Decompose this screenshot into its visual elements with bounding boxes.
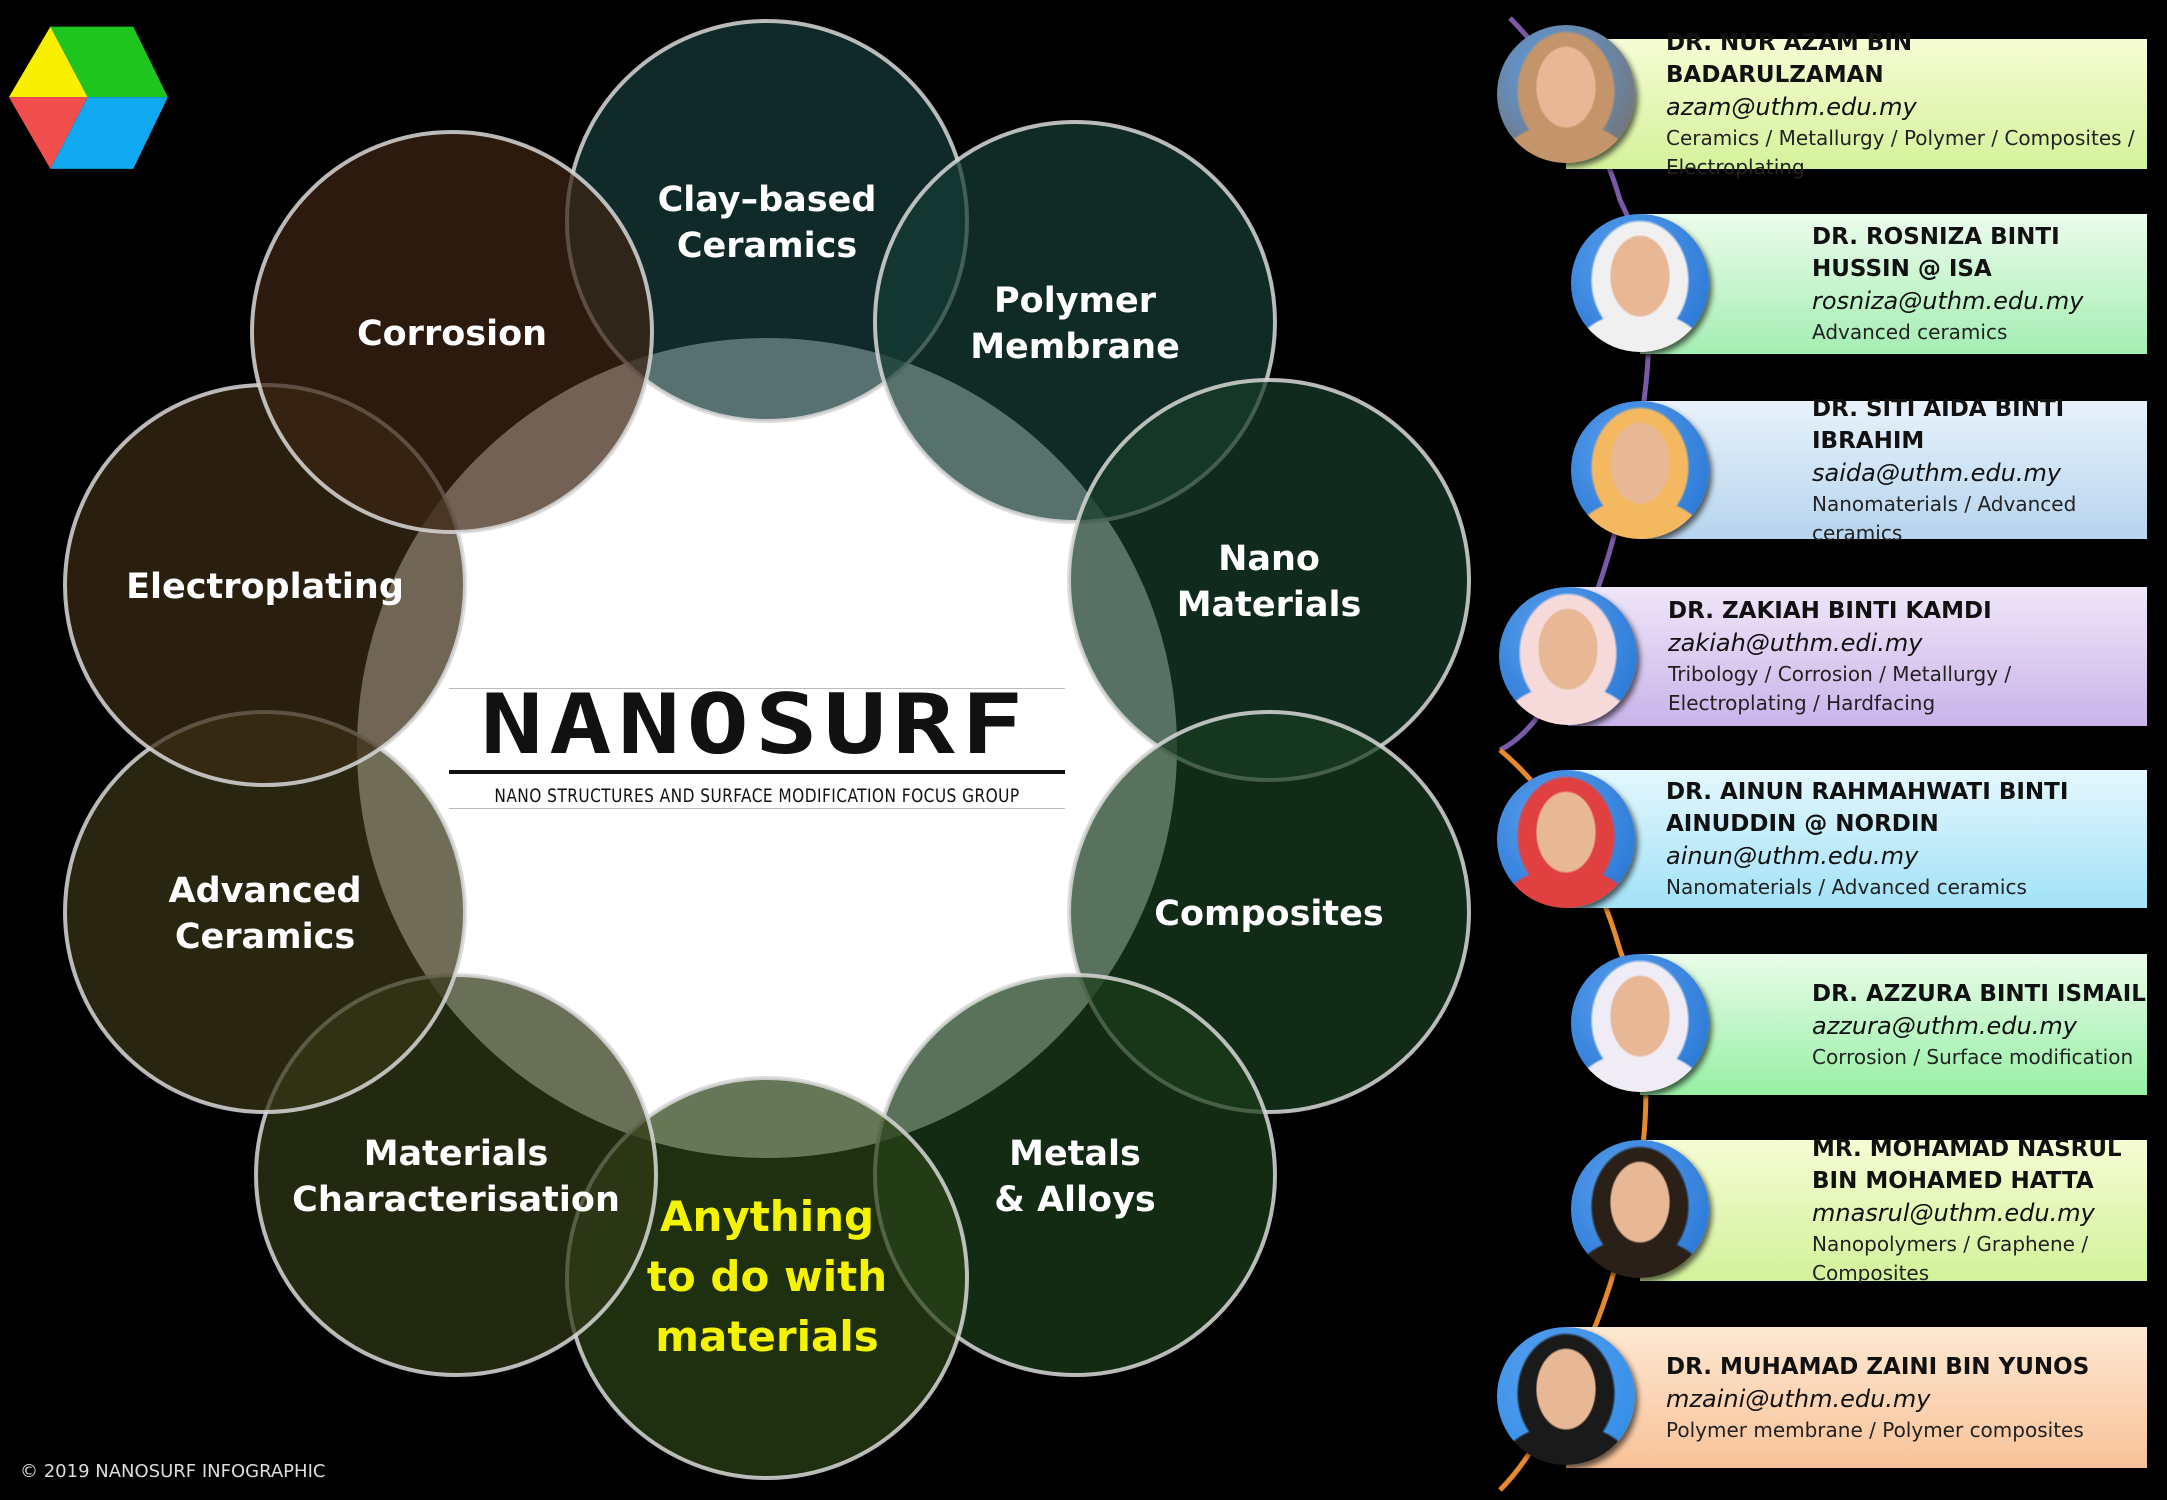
member-area: Corrosion / Surface modification [1812,1044,2134,1069]
nanosurf-logo-subtitle: NANO STRUCTURES AND SURFACE MODIFICATION… [494,785,1020,807]
topic-label: Metals [1009,1134,1141,1174]
topic-label: Materials [1177,585,1362,625]
member-card: DR. AINUN RAHMAHWATI BINTI AINUDDIN @ NO… [1566,770,2147,908]
member-email[interactable]: mzaini@uthm.edu.my [1666,1384,1931,1413]
member-photo-avatar [1497,770,1635,908]
topic-label: Nano [1218,539,1320,579]
member-email[interactable]: zakiah@uthm.edi.my [1668,629,1923,657]
member-card: DR. NUR AZAM BIN BADARULZAMAN azam@uthm.e… [1566,30,2147,179]
topic-label: Membrane [970,327,1180,367]
member-name: DR. AINUN RAHMAHWATI BINTI AINUDDIN @ NO… [1666,779,2069,837]
topic-label: Clay–based [658,180,877,220]
member-email[interactable]: rosniza@uthm.edu.my [1812,287,2084,315]
member-name: MR. MOHAMAD NASRUL BIN MOHAMED HATTA [1812,1136,2122,1194]
member-card: MR. MOHAMAD NASRUL BIN MOHAMED HATTA mnas… [1640,1136,2147,1285]
member-card: DR. MUHAMAD ZAINI BIN YUNOS mzaini@uthm.e… [1566,1327,2147,1468]
member-photo-avatar [1571,214,1709,352]
member-photo-avatar [1571,1140,1709,1278]
member-name: DR. SITI AIDA BINTI IBRAHIM [1812,395,2065,454]
member-area: Polymer membrane / Polymer composites [1666,1417,2084,1442]
topic-label: Characterisation [292,1180,620,1220]
topic-label: Electroplating [126,567,404,607]
topic-circle [250,130,654,534]
member-name: DR. MUHAMAD ZAINI BIN YUNOS [1666,1353,2090,1380]
logo-bottom-rule [449,808,1065,809]
member-name: DR. ZAKIAH BINTI KAMDI [1668,598,1992,624]
logo-top-rule [449,688,1065,689]
member-email[interactable]: ainun@uthm.edu.my [1666,842,1919,870]
copyright-text: © 2019 NANOSURF INFOGRAPHIC [20,1461,326,1482]
topic-label: to do with [647,1252,887,1301]
center-white-disk [357,338,1177,1158]
member-email[interactable]: azam@uthm.edu.my [1666,92,1917,121]
topic-label: Ceramics [677,226,857,266]
logo-underline [449,770,1065,774]
member-area: Nanomaterials / Advanced ceramics [1812,491,2077,545]
member-photo-avatar [1497,25,1635,163]
member-card: DR. ROSNIZA BINTI HUSSIN @ ISA rosniza@ut… [1640,214,2147,354]
member-area: Ceramics / Metallurgy / Polymer / Compos… [1666,125,2135,179]
topic-label: Anything [660,1192,874,1241]
member-photo-avatar [1571,401,1709,539]
topic-label: Materials [364,1134,549,1174]
member-card: DR. ZAKIAH BINTI KAMDI zakiah@uthm.edi.my… [1568,587,2147,726]
topic-label: & Alloys [994,1180,1155,1220]
member-email[interactable]: saida@uthm.edu.my [1812,458,2062,487]
member-area: Nanopolymers / Graphene / Composites [1812,1232,2089,1285]
member-email[interactable]: mnasrul@uthm.edu.my [1812,1199,2095,1227]
topic-label: Composites [1154,894,1383,934]
member-photo-avatar [1571,954,1709,1092]
member-name: DR. ROSNIZA BINTI HUSSIN @ ISA [1812,224,2060,282]
member-area: Tribology / Corrosion / Metallurgy / Ele… [1668,662,2012,715]
member-area: Nanomaterials / Advanced ceramics [1666,875,2027,899]
member-name: DR. NUR AZAM BIN BADARULZAMAN [1666,29,1913,88]
member-photo-avatar [1497,1327,1635,1465]
topic-label: Advanced [168,871,361,911]
member-email[interactable]: azzura@uthm.edu.my [1812,1011,2077,1040]
logo-hexagon-icon [8,26,168,169]
topic-label: Corrosion [357,314,547,354]
topic-label: Polymer [994,281,1157,321]
member-area: Advanced ceramics [1812,320,2008,344]
topic-label: materials [655,1312,879,1361]
member-card: DR. SITI AIDA BINTI IBRAHIM saida@uthm.ed… [1640,396,2147,545]
nanosurf-logo-title: NANOSURF [480,675,1030,773]
member-photo-avatar [1499,587,1637,725]
member-name: DR. AZZURA BINTI ISMAIL [1812,980,2146,1007]
member-card: DR. AZZURA BINTI ISMAIL azzura@uthm.edu.m… [1640,954,2147,1095]
topic-label: Ceramics [175,917,355,957]
